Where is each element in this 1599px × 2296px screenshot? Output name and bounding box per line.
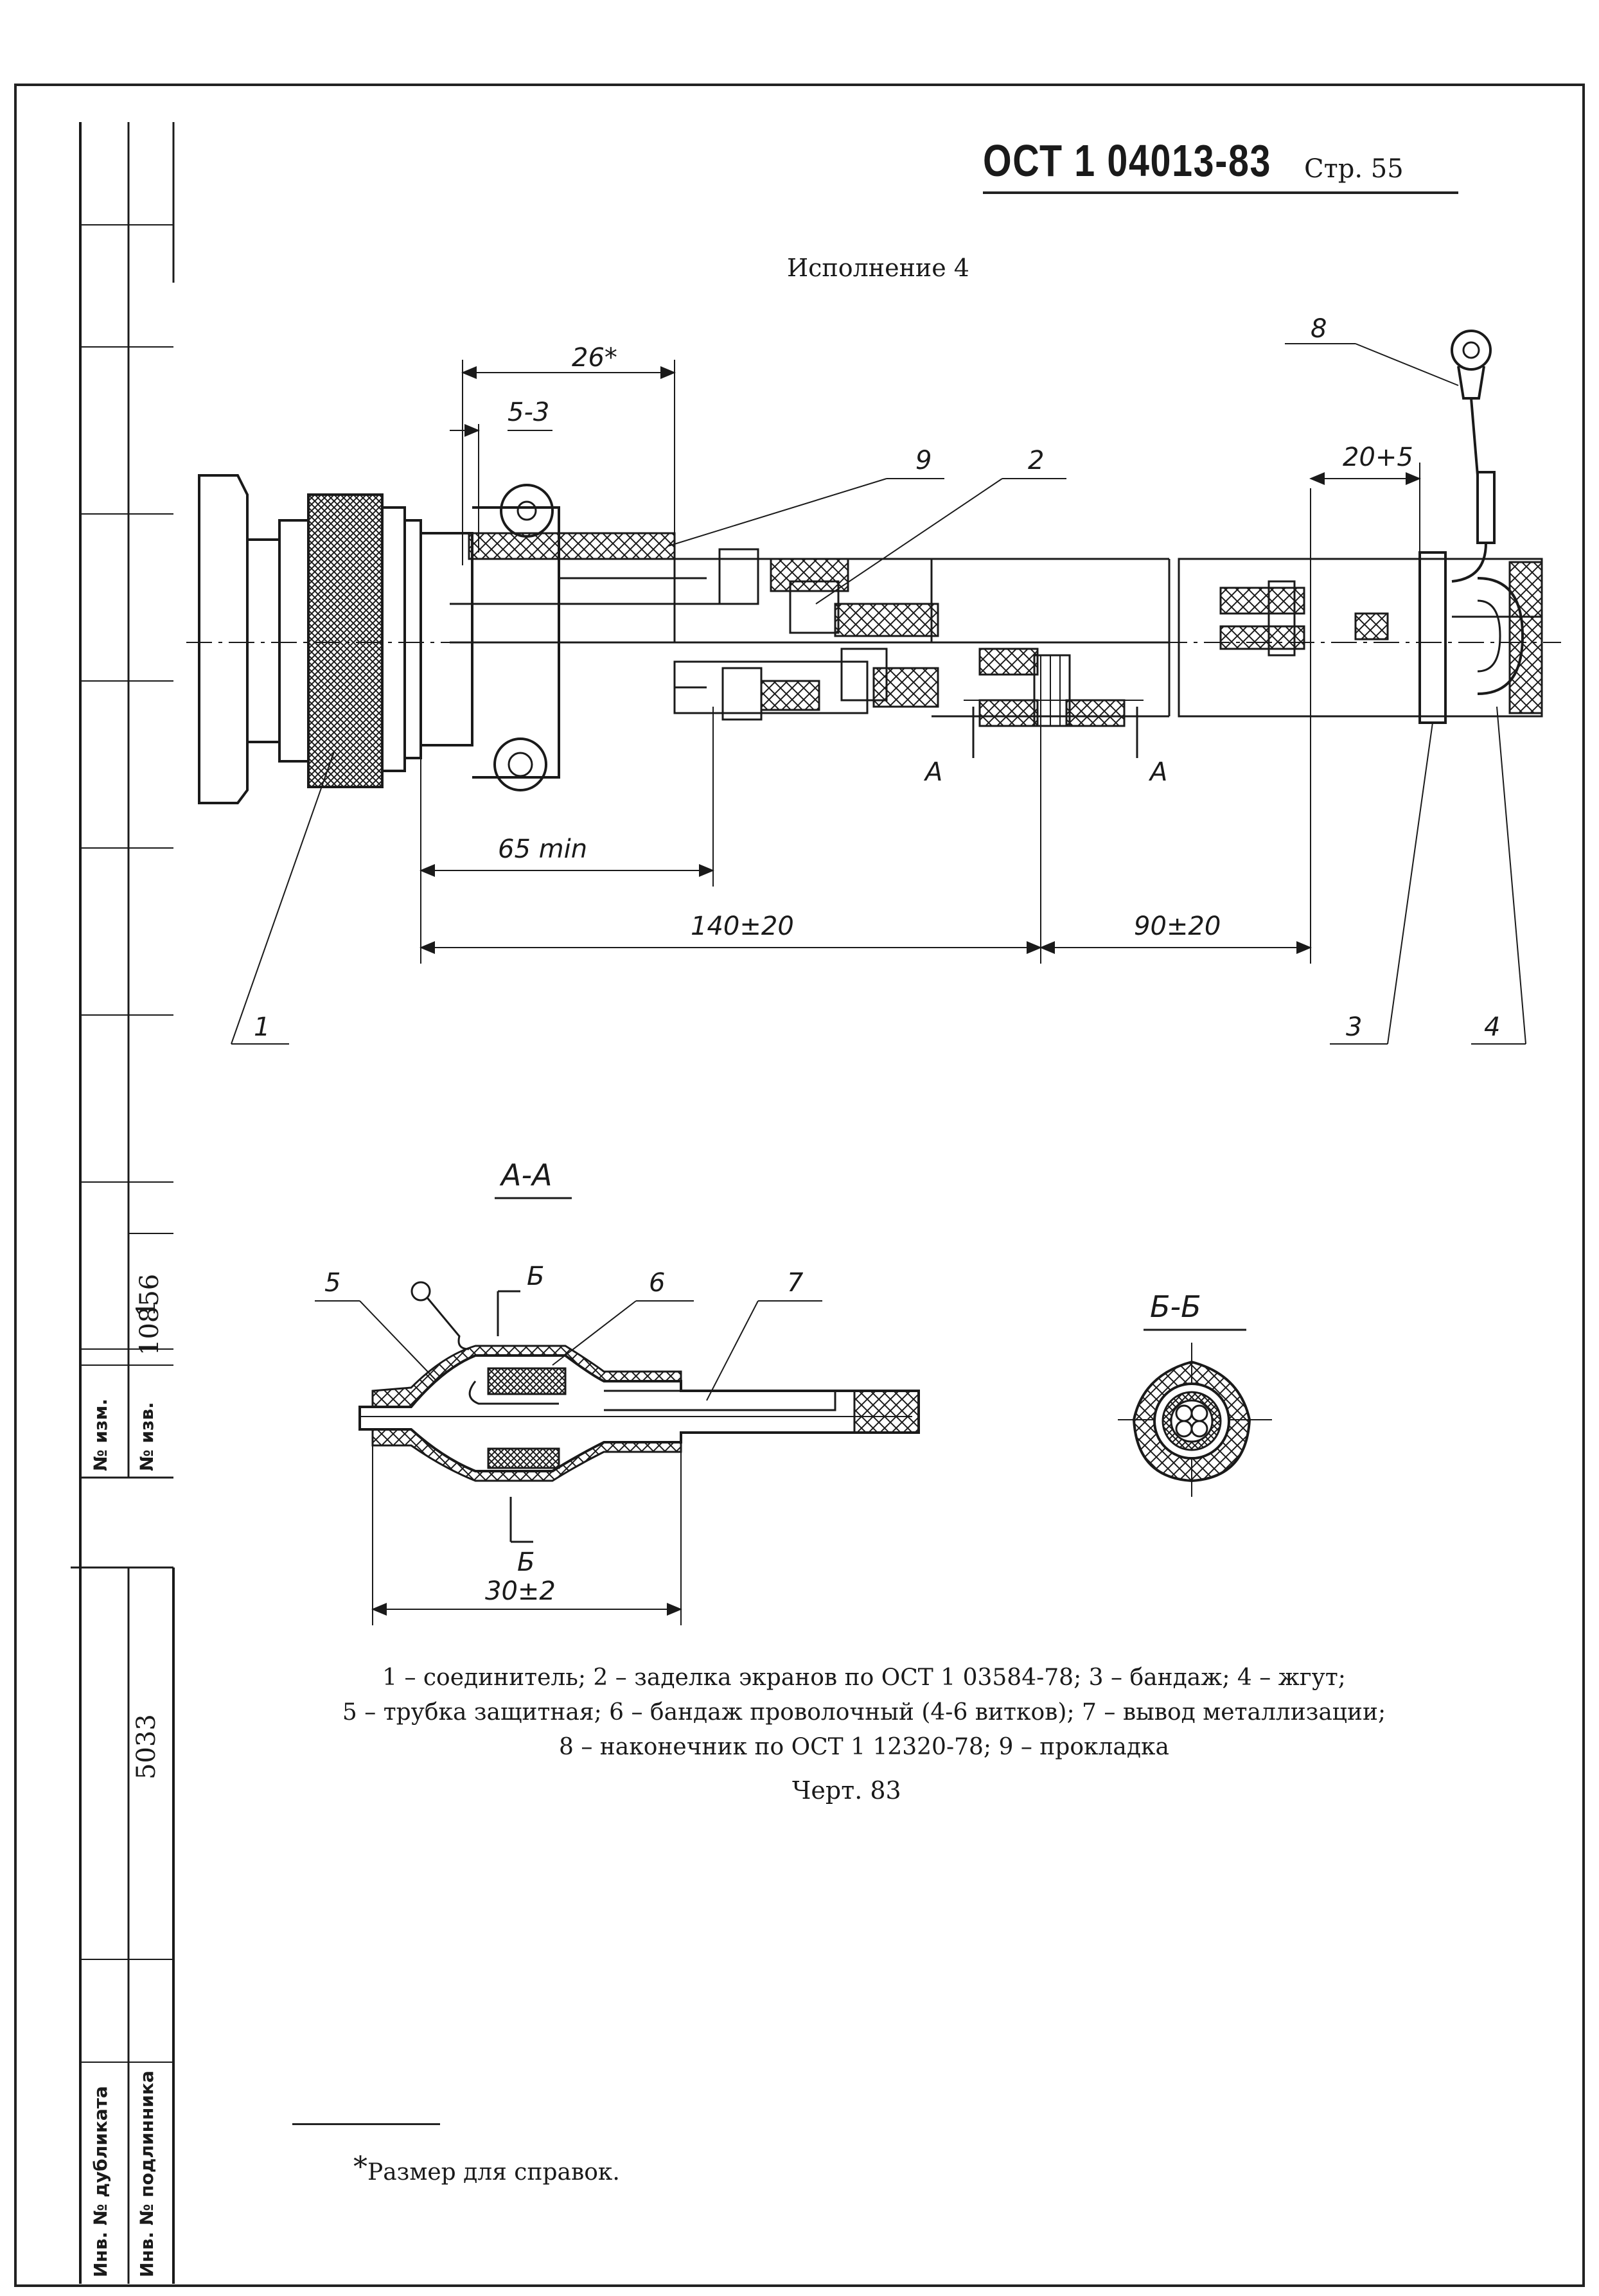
side-value-original: 5033 [132, 1714, 161, 1779]
section-bb-title: Б-Б [1150, 1289, 1201, 1324]
section-bb-view [1118, 1343, 1272, 1497]
section-mark-a-left: А [923, 757, 942, 787]
dimension-140: 140±20 [691, 912, 794, 941]
splice-aa [964, 648, 1144, 758]
legend-line-3: 8 – наконечник по ОСТ 1 12320-78; 9 – пр… [559, 1734, 1169, 1760]
title-underline [983, 191, 1458, 194]
page-number: Стр. 55 [1304, 154, 1404, 184]
legend-line-2: 5 – трубка защитная; 6 – бандаж проволоч… [342, 1699, 1386, 1726]
section-aa-view [315, 1281, 920, 1625]
callout-4: 4 [1484, 1012, 1500, 1042]
side-label-duplicate: Инв. № дубликата [90, 2086, 111, 2277]
callout-6: 6 [649, 1268, 665, 1298]
legend: 1 – соединитель; 2 – заделка экранов по … [244, 1661, 1484, 1765]
dimensions-main [420, 360, 1421, 964]
section-mark-a-right: А [1148, 757, 1167, 787]
dimension-5: 5-3 [508, 398, 549, 427]
dimension-30: 30±2 [485, 1576, 556, 1606]
callout-leaders [231, 343, 1526, 1045]
title-block: ОСТ 1 04013-83 Стр. 55 [983, 135, 1458, 199]
footnote: *Размер для справок. [353, 2146, 620, 2186]
footnote-mark: * [353, 2151, 367, 2184]
section-mark-b-top: Б [527, 1262, 544, 1291]
dimension-90: 90±20 [1134, 912, 1221, 941]
variant-title: Исполнение 4 [787, 254, 969, 282]
dimension-20: 20+5 [1343, 443, 1413, 472]
cable-bundle-left [450, 532, 1171, 721]
side-label-izv: № изв. [136, 1402, 157, 1471]
drawing-number: Черт. 83 [792, 1776, 901, 1805]
callout-8: 8 [1311, 314, 1327, 344]
callout-9: 9 [915, 446, 932, 475]
dimension-26: 26* [572, 343, 617, 373]
legend-line-1: 1 – соединитель; 2 – заделка экранов по … [382, 1665, 1346, 1691]
terminal-lug [1451, 330, 1496, 583]
footnote-separator [292, 2123, 440, 2125]
sheet-border [14, 84, 1585, 2287]
callout-5: 5 [324, 1268, 340, 1298]
side-label-izm: № изм. [90, 1399, 111, 1471]
callout-3: 3 [1346, 1012, 1362, 1042]
footnote-text: Размер для справок. [367, 2159, 620, 2186]
section-mark-b-bottom: Б [517, 1548, 534, 1577]
callout-2: 2 [1028, 446, 1044, 475]
connector [198, 474, 560, 804]
side-strip-grid [71, 122, 175, 2284]
callout-1: 1 [254, 1012, 270, 1042]
side-label-original: Инв. № подлинника [136, 2071, 157, 2277]
section-aa-title: А-А [499, 1158, 552, 1192]
dimension-65: 65 min [498, 835, 587, 864]
cable-bundle-right [1178, 551, 1543, 724]
side-value-izv: 10856 [135, 1273, 164, 1356]
callout-7: 7 [787, 1268, 804, 1298]
document-code: ОСТ 1 04013-83 [983, 136, 1272, 186]
